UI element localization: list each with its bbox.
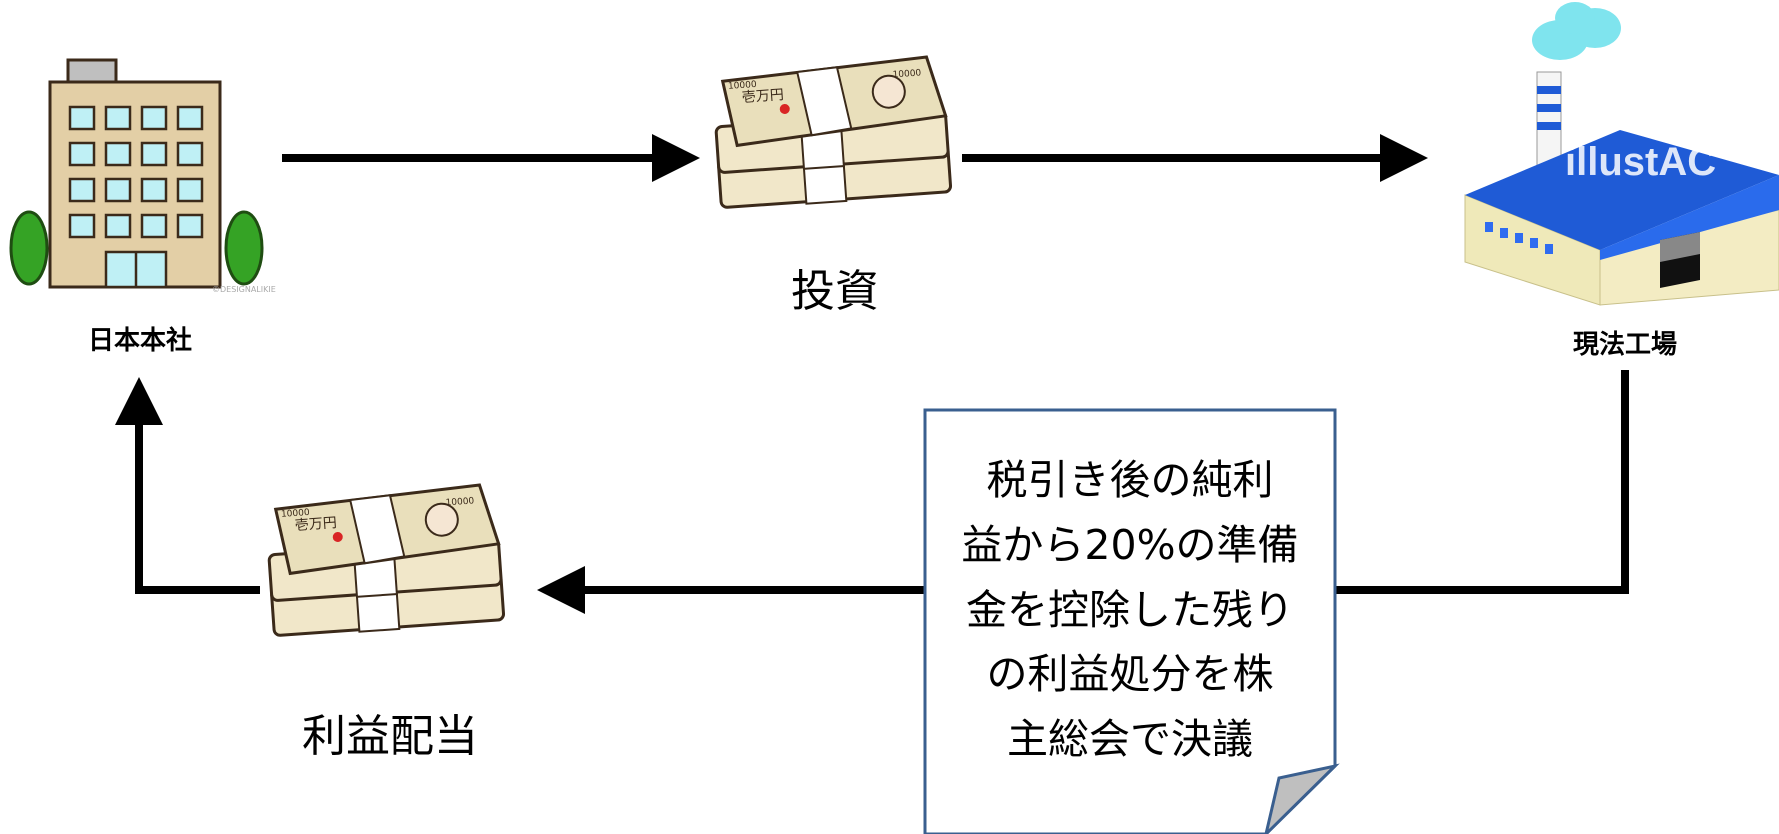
note-line: 税引き後の純利 [986, 456, 1274, 504]
headquarters-label: 日本本社 [87, 326, 192, 356]
note-line: の利益処分を株 [986, 650, 1274, 699]
note-line: 主総会で決議 [1007, 715, 1253, 764]
note-line: 益から20%の準備 [961, 520, 1299, 569]
note-box [923, 408, 1340, 834]
tree-icon [9, 210, 49, 286]
investment-label: 投資 [791, 266, 879, 317]
copyright-text: ©DESIGNALIKIE [212, 285, 276, 294]
note-text: 税引き後の純利 益から20%の準備 金を控除した残り の利益処分を株 主総会で決… [930, 448, 1330, 772]
arrow-factory-to-note [1335, 370, 1629, 594]
headquarters-building-icon [48, 58, 222, 289]
factory-icon [1464, 2, 1779, 306]
factory-label: 現法工場 [1572, 330, 1677, 360]
dividend-money-icon [263, 482, 506, 640]
tree-icon [224, 210, 264, 286]
note-line: 金を控除した残り [966, 585, 1294, 634]
illustac-watermark: illustAC [1565, 140, 1717, 184]
dividend-label: 利益配当 [302, 711, 478, 762]
investment-money-icon [710, 54, 953, 212]
arrow-dividend-to-hq [115, 377, 260, 594]
